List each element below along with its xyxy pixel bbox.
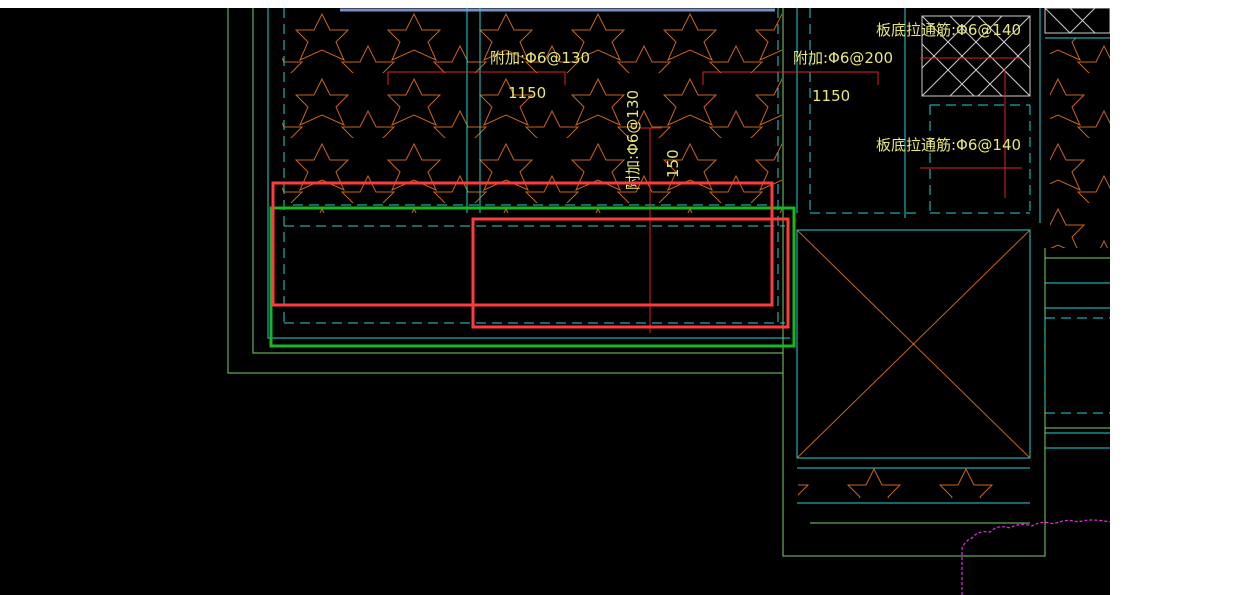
rebar-annotation-vertical: 附加:Φ6@130 <box>624 90 642 190</box>
slab-hatch-region <box>282 8 782 213</box>
dimension-label-1: 1150 <box>508 84 546 102</box>
highlight-box-red-right[interactable] <box>471 217 790 329</box>
slab-hatch-bottom-strip <box>798 463 1030 498</box>
dashed-beam-lines <box>283 8 1110 414</box>
highlight-box-red-left[interactable] <box>271 181 774 307</box>
through-rebar-annotation-mid: 板底拉通筋:Φ6@140 <box>876 136 1021 154</box>
cad-drawing-viewport[interactable]: 附加:Φ6@130 1150 附加:Φ6@200 1150 附加:Φ6@130 … <box>0 8 1110 595</box>
dimension-label-2: 1150 <box>812 87 850 105</box>
rebar-annotation-2: 附加:Φ6@200 <box>793 49 893 67</box>
rebar-annotation-1: 附加:Φ6@130 <box>490 49 590 67</box>
through-rebar-annotation-top: 板底拉通筋:Φ6@140 <box>876 21 1021 39</box>
highlight-box-green[interactable] <box>269 206 796 348</box>
revision-cloud-icon <box>961 519 1110 595</box>
dimension-label-vertical: 150 <box>664 149 682 178</box>
shaft-cross-hatch-icon <box>921 8 1110 97</box>
slab-hatch-right <box>1050 38 1110 248</box>
void-cross-icon <box>796 229 1031 459</box>
rebar-lines <box>387 57 1022 333</box>
cyan-walls <box>267 8 1110 504</box>
cad-drawing[interactable]: 附加:Φ6@130 1150 附加:Φ6@200 1150 附加:Φ6@130 … <box>0 8 1110 595</box>
